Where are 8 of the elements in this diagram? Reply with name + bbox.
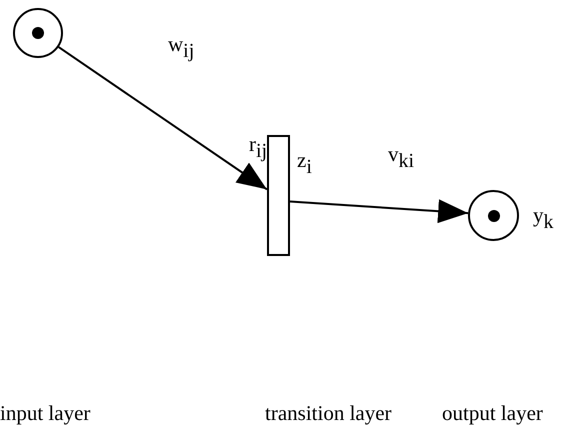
place-circle [468,190,519,241]
layer-label: transition layer [265,403,392,424]
layer-label: input layer [0,403,90,424]
place-circle [13,8,63,58]
layer-label: output layer [442,403,543,424]
arrow [290,199,468,224]
transition-bar [267,135,290,256]
arrow [58,46,268,190]
